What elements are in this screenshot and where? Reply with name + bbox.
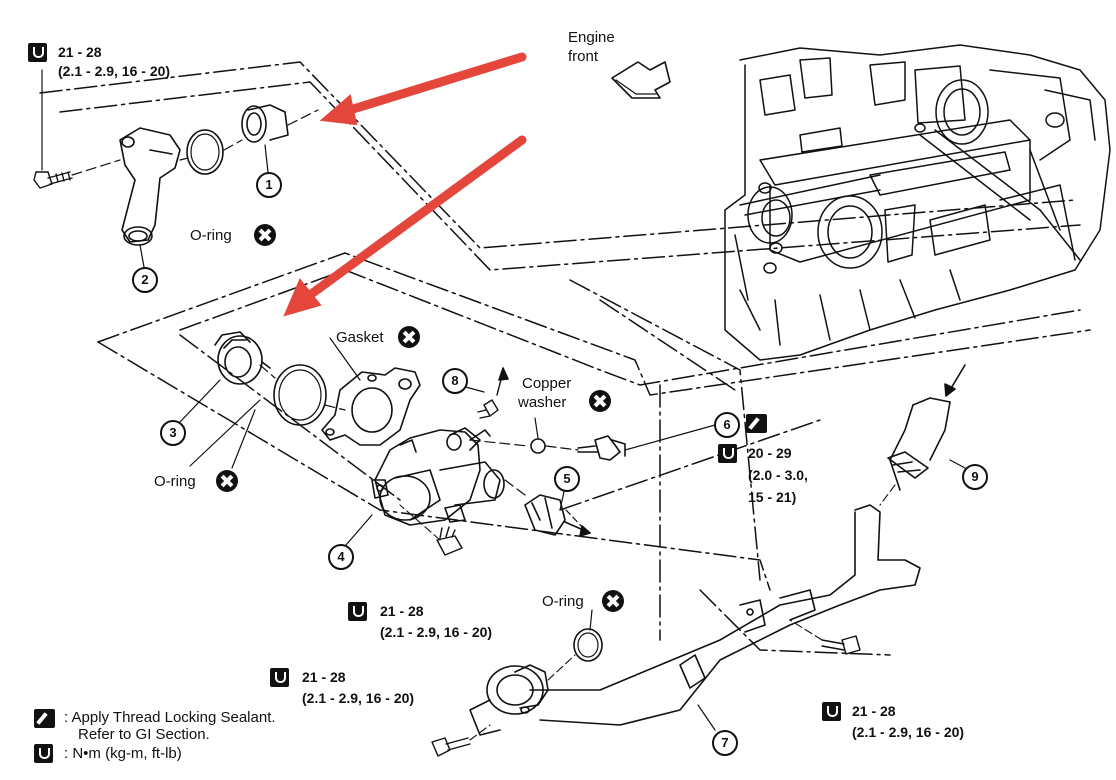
gasket-shape	[321, 367, 421, 446]
torque-spec-housing: 21 - 28 (2.1 - 2.9, 16 - 20)	[380, 602, 492, 642]
torque-conversions-line1: (2.0 - 3.0,	[748, 467, 808, 483]
torque-spec-top-left: 21 - 28 (2.1 - 2.9, 16 - 20)	[58, 43, 170, 81]
engine-block	[724, 44, 1111, 361]
copper-washer-line2: washer	[518, 394, 567, 411]
torque-icon	[28, 43, 47, 62]
torque-value: 20 - 29	[748, 445, 792, 461]
water-outlet	[119, 127, 181, 246]
top-bolt	[33, 69, 73, 189]
gasket-label: Gasket	[336, 329, 384, 346]
torque-icon	[822, 702, 841, 721]
torque-icon	[270, 668, 289, 687]
torque-conversions-line2: 15 - 21)	[748, 489, 797, 505]
torque-icon	[718, 444, 737, 463]
torque-value: 21 - 28	[302, 669, 346, 685]
legend-sealant-line2: Refer to GI Section.	[78, 726, 210, 743]
replace-icon	[602, 590, 624, 612]
oring-bottom-label: O-ring	[542, 593, 584, 610]
radiator-hose	[879, 397, 951, 506]
callout-5: 5	[554, 466, 580, 492]
replace-icon	[398, 326, 420, 348]
replace-icon	[589, 390, 611, 412]
callout-4: 4	[328, 544, 354, 570]
thermostat-small	[241, 104, 289, 143]
callout-3: 3	[160, 420, 186, 446]
torque-conversions: (2.1 - 2.9, 16 - 20)	[302, 690, 415, 706]
replace-icon	[216, 470, 238, 492]
torque-conversions: (2.1 - 2.9, 16 - 20)	[380, 624, 493, 640]
legend-sealant-line1: : Apply Thread Locking Sealant.	[64, 709, 276, 726]
pipe-bolt-left	[431, 724, 491, 757]
legend-torque-unit: : N•m (kg-m, ft-lb)	[64, 745, 182, 762]
callout-9: 9	[962, 464, 988, 490]
annotation-arrow-upper	[345, 52, 527, 115]
torque-value: 21 - 28	[58, 44, 102, 60]
torque-spec-pipe-right: 21 - 28 (2.1 - 2.9, 16 - 20)	[852, 702, 964, 742]
legend-sealant-icon	[34, 709, 55, 728]
oring-left-label: O-ring	[154, 473, 196, 490]
engine-front-line2: front	[568, 48, 599, 65]
torque-conversions: (2.1 - 2.9, 16 - 20)	[58, 63, 171, 79]
annotation-arrow-lower	[305, 135, 527, 300]
torque-value: 21 - 28	[852, 703, 896, 719]
short-hose	[524, 494, 586, 536]
torque-conversions: (2.1 - 2.9, 16 - 20)	[852, 724, 965, 740]
thermostat-large	[214, 331, 271, 385]
pipe-bolt-right	[789, 619, 861, 655]
copper-washer-line1: Copper	[522, 375, 572, 392]
torque-spec-sensor: 20 - 29 (2.0 - 3.0, 15 - 21)	[748, 444, 808, 507]
oring-top-label: O-ring	[190, 227, 232, 244]
callout-2: 2	[132, 267, 158, 293]
oring-bottom-shape	[573, 628, 603, 662]
water-inlet-housing	[371, 427, 505, 526]
legend-torque-icon	[34, 744, 53, 763]
thread-sealant-icon	[746, 414, 767, 433]
housing-bolt	[399, 504, 463, 556]
water-pipe	[469, 504, 921, 736]
oring-middle-shape	[273, 364, 327, 426]
engine-front-line1: Engine	[568, 29, 615, 46]
engine-front-arrow	[611, 61, 671, 99]
torque-spec-pipe-left: 21 - 28 (2.1 - 2.9, 16 - 20)	[302, 668, 414, 708]
engine-front-label: Engine front	[568, 28, 615, 66]
annotation-arrows	[283, 52, 527, 317]
temperature-sensor	[577, 435, 626, 461]
callout-1: 1	[256, 172, 282, 198]
callout-7: 7	[712, 730, 738, 756]
torque-icon	[348, 602, 367, 621]
callout-6: 6	[714, 412, 740, 438]
torque-value: 21 - 28	[380, 603, 424, 619]
legend-sealant: : Apply Thread Locking Sealant. Refer to…	[64, 709, 276, 743]
copper-washer-shape	[530, 438, 546, 454]
reference-frame-lines	[39, 61, 1091, 656]
callout-8: 8	[442, 368, 468, 394]
oring-top-shape	[186, 129, 224, 175]
copper-washer-label: Copper washer	[518, 374, 572, 412]
replace-icon	[254, 224, 276, 246]
